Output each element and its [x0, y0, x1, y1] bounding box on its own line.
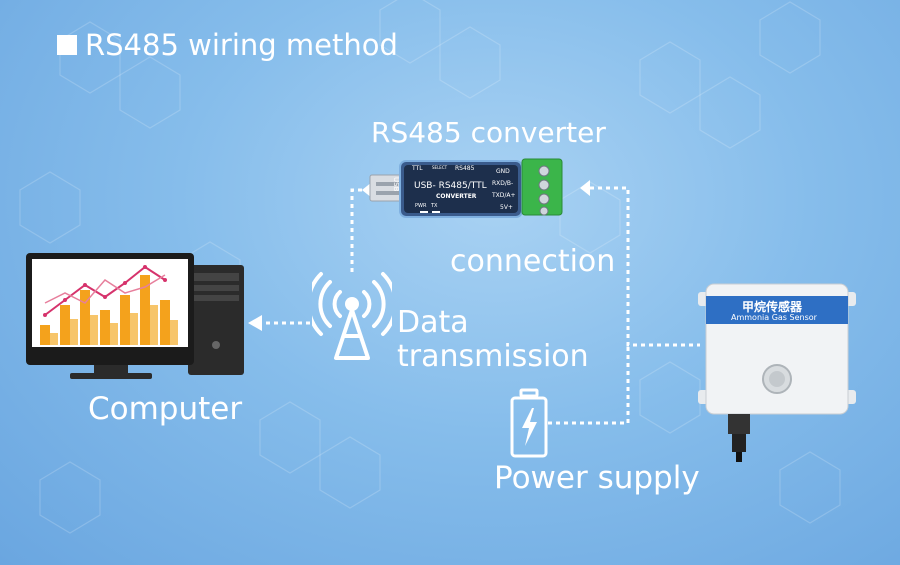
battery-icon — [510, 388, 548, 458]
converter-label: RS485 converter — [371, 116, 606, 149]
sensor-en-title: Ammonia Gas Sensor — [731, 313, 817, 322]
data-transmission-line1: Data — [397, 305, 469, 340]
title-text: RS485 wiring method — [85, 28, 398, 62]
converter-sub-text: CONVERTER — [436, 193, 477, 200]
computer-label: Computer — [88, 391, 243, 427]
converter-rs485-text: RS485 — [455, 165, 475, 172]
gas-sensor-device — [698, 283, 856, 462]
converter-pwr-text: PWR — [415, 203, 427, 209]
connection-label: connection — [450, 244, 616, 279]
converter-usb-text: USB — [392, 177, 400, 192]
arrow-into-converter — [580, 180, 590, 196]
converter-select-text: SELECT — [432, 165, 448, 170]
computer-illustration — [26, 253, 244, 379]
converter-model-text: USB- RS485/TTL — [414, 181, 487, 191]
square-bullet-icon — [57, 35, 77, 55]
data-transmission-line2: transmission — [397, 339, 589, 374]
converter-pin-rxd: RXD/B- — [492, 180, 514, 187]
converter-ttl-text: TTL — [412, 165, 423, 172]
converter-pin-txd: TXD/A+ — [492, 192, 516, 199]
line-converter-antenna — [350, 188, 372, 272]
usb-converter-device — [369, 158, 563, 218]
converter-pin-5v: 5V+ — [500, 204, 513, 211]
converter-pin-gnd: GND — [496, 168, 510, 175]
arrow-to-converter — [362, 182, 372, 198]
page-title: RS485 wiring method — [57, 28, 398, 62]
converter-tx-text: TX — [431, 203, 438, 209]
power-supply-label: Power supply — [494, 460, 700, 496]
sensor-cn-title: 甲烷传感器 — [742, 300, 803, 314]
arrow-to-computer — [248, 315, 262, 331]
antenna-icon — [312, 272, 392, 360]
line-power-sensor — [548, 345, 630, 425]
line-converter-sensor — [590, 186, 700, 347]
